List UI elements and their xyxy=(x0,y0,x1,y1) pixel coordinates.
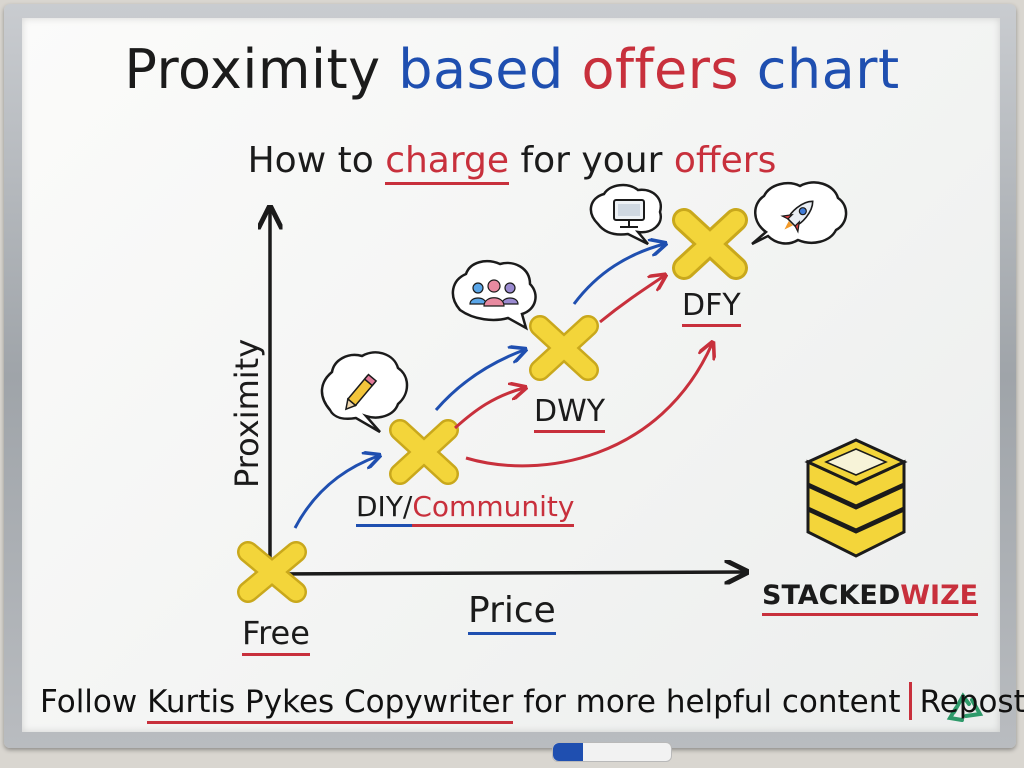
subtitle-part-3: for your xyxy=(520,140,663,181)
computer-icon xyxy=(613,199,645,228)
footer-follow: Follow xyxy=(40,684,138,720)
stage-label-free: Free xyxy=(242,614,310,656)
subtitle-part-offers: offers xyxy=(673,140,777,181)
x-axis-line xyxy=(269,572,744,574)
brand-name-part-1: STACKED xyxy=(762,580,901,611)
footer-line: Follow Kurtis Pykes Copywriter for more … xyxy=(40,682,1024,724)
footer-divider xyxy=(908,682,912,720)
rocket-bubble xyxy=(751,181,848,246)
arrow-diy-to-dwy-blue xyxy=(434,350,524,411)
stage-label-community: Community xyxy=(412,490,575,527)
marker-on-tray xyxy=(552,742,672,762)
people-icon xyxy=(469,279,519,307)
arrow-free-to-diy-blue xyxy=(293,456,378,529)
arrow-diy-to-dfy-red xyxy=(465,344,712,468)
stage-label-diy: DIY/ xyxy=(356,490,413,527)
stackedwize-logo xyxy=(804,438,908,558)
title-word-offers: offers xyxy=(581,38,740,101)
footer-cta: for more helpful content xyxy=(523,684,901,720)
marker-cap xyxy=(553,743,583,761)
title-word-based: based xyxy=(398,38,564,101)
x-axis-label: Price xyxy=(468,590,556,635)
people-bubble xyxy=(451,260,537,331)
arrow-diy-to-dwy-red xyxy=(453,388,524,430)
subtitle: How to charge for your offers xyxy=(0,140,1024,185)
brand-name-part-2: WIZE xyxy=(900,580,979,611)
title-word-proximity: Proximity xyxy=(124,38,381,101)
subtitle-part-1: How to xyxy=(247,140,374,181)
computer-bubble xyxy=(589,183,663,246)
free-x-mark xyxy=(237,541,307,603)
dfy-x-mark xyxy=(672,208,748,280)
title-word-chart: chart xyxy=(756,38,900,101)
pencil-icon xyxy=(344,373,378,411)
stage-label-dfy: DFY xyxy=(682,288,741,327)
rocket-icon xyxy=(780,200,814,234)
footer-author: Kurtis Pykes Copywriter xyxy=(147,684,514,724)
arrow-dwy-to-dfy-blue xyxy=(572,244,664,305)
diy-x-mark xyxy=(389,419,459,485)
y-axis-label: Proximity xyxy=(228,339,266,488)
recycle-icon xyxy=(946,692,984,722)
arrow-dwy-to-dfy-red xyxy=(599,276,664,324)
stage-label-diy-community: DIY/Community xyxy=(356,490,575,527)
brand-name: STACKEDWIZE xyxy=(762,580,979,616)
stage-label-dwy: DWY xyxy=(534,394,606,433)
dwy-x-mark xyxy=(529,315,599,381)
subtitle-part-charge: charge xyxy=(385,140,510,185)
y-axis-label-text: Proximity xyxy=(228,338,266,488)
pencil-bubble xyxy=(320,351,409,434)
page-title: Proximity based offers chart xyxy=(0,38,1024,101)
footer-repost: Repost xyxy=(919,684,1024,720)
